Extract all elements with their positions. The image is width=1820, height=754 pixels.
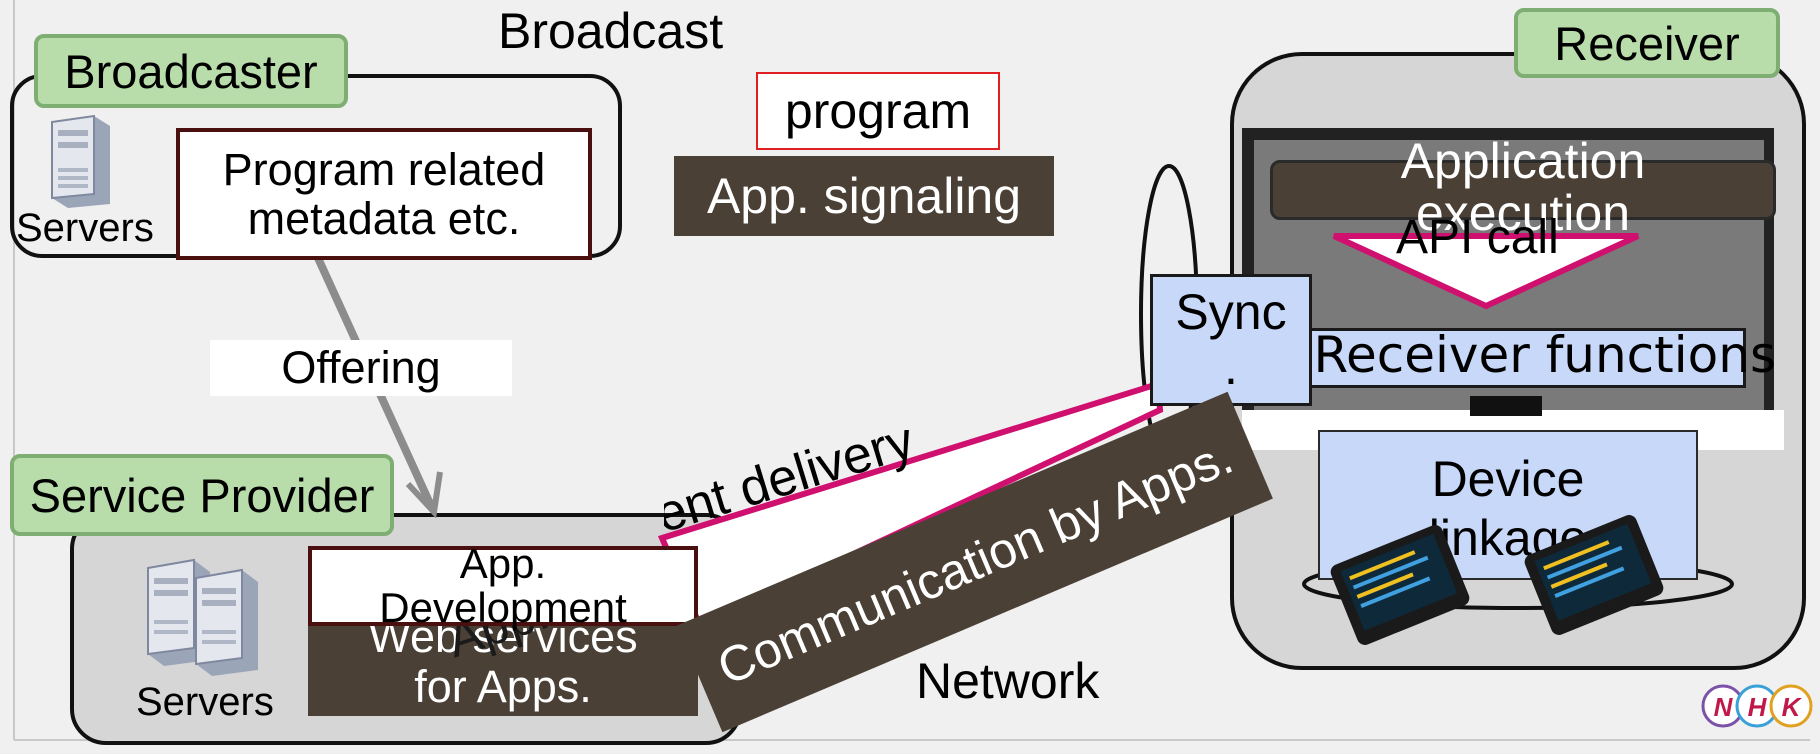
web-services-line2: for Apps.: [414, 661, 592, 712]
application-execution-bar: [1270, 160, 1776, 220]
servers-label-bottom: Servers: [136, 680, 274, 724]
logo-letter-n: N: [1714, 692, 1734, 722]
receiver-functions-box: [1300, 328, 1746, 388]
offering-arrow-head: [405, 471, 443, 519]
nhk-logo: N H K: [1701, 684, 1813, 728]
application-execution-line1: Application: [1400, 132, 1646, 189]
servers-label-top: Servers: [16, 206, 154, 250]
receiver-functions-label: Receiver functions: [1313, 326, 1777, 384]
api-call-triangle: [1332, 233, 1640, 310]
server-icon: [40, 112, 118, 208]
broadcast-heading: Broadcast: [498, 3, 724, 59]
program-metadata-line1: Program related: [222, 143, 546, 195]
app-development-line1: App.: [459, 539, 547, 587]
app-signaling-box: App. signaling: [674, 156, 1054, 236]
offering-label: Offering: [210, 340, 512, 396]
servers-icon: [140, 556, 280, 676]
logo-letter-k: K: [1782, 692, 1803, 722]
sync-line1: Sync: [1175, 284, 1287, 340]
app-development-line2: Development: [379, 584, 627, 631]
broadcaster-label: Broadcaster: [34, 34, 348, 108]
service-provider-label: Service Provider: [10, 454, 394, 536]
sync-box: Sync .: [1150, 274, 1312, 406]
api-call-label: API call: [1396, 211, 1559, 264]
tv-stand: [1470, 396, 1542, 416]
application-execution-line2: execution: [1415, 185, 1631, 241]
application-execution-label: Application execution: [1270, 132, 1776, 242]
network-label: Network: [916, 653, 1100, 709]
logo-letter-h: H: [1748, 692, 1768, 722]
receiver-label: Receiver: [1514, 8, 1780, 78]
program-metadata-line2: metadata etc.: [247, 193, 521, 244]
program-box: program: [756, 72, 1000, 150]
app-development-box: App. Development: [308, 541, 698, 630]
tablet-icon: [1326, 520, 1475, 650]
program-metadata-box: Program related metadata etc.: [176, 128, 592, 260]
tablet-icon: [1520, 510, 1669, 640]
sync-line2: .: [1224, 339, 1238, 395]
device-linkage-line1: Device: [1431, 451, 1585, 507]
